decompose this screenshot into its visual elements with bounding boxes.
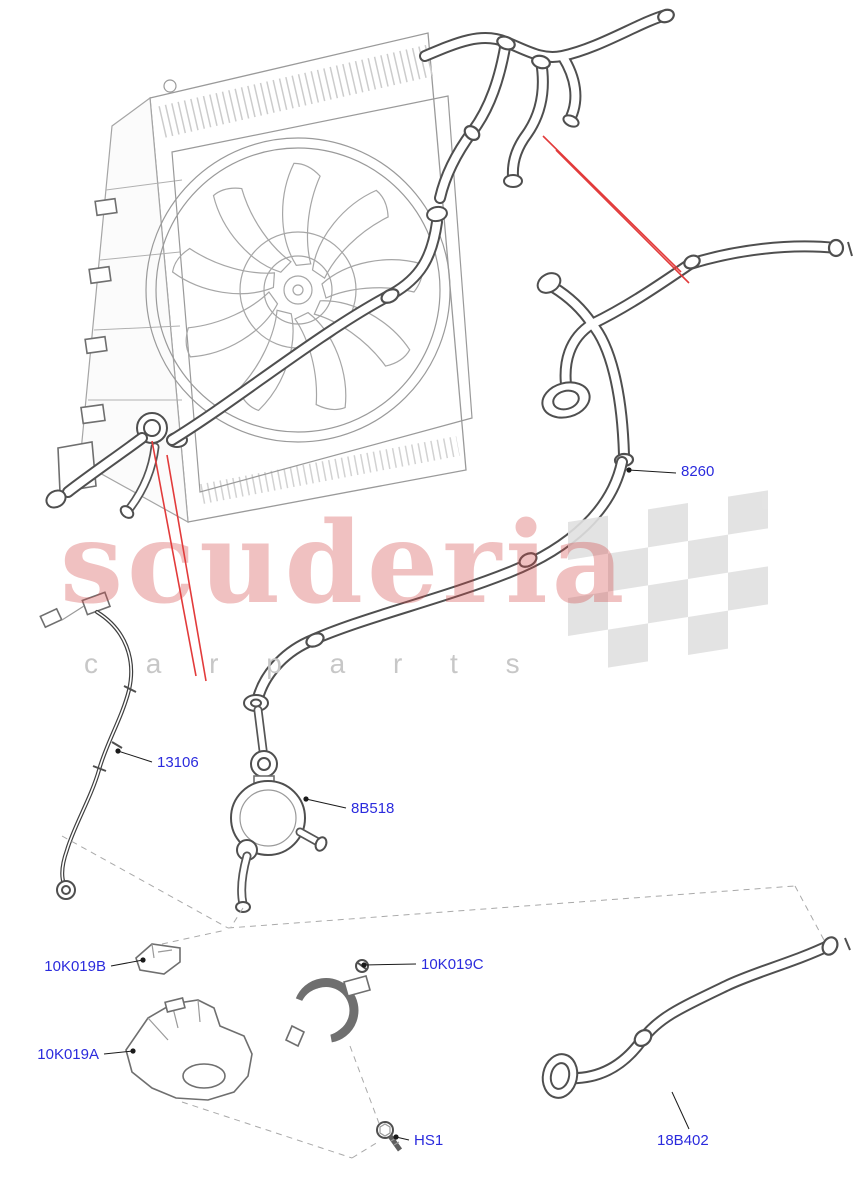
upper-hose-assembly [419, 8, 675, 204]
bracket-10K019A [125, 997, 253, 1101]
part-label-10K019C: 10K019C [421, 956, 484, 973]
part-label-8260: 8260 [681, 463, 715, 480]
wiring-harness-13106 [39, 591, 137, 900]
cross-hose [166, 205, 448, 446]
part-label-8B518: 8B518 [351, 800, 395, 817]
part-label-10K019B: 10K019B [44, 958, 106, 975]
clamp-bracket-10K019C [284, 959, 371, 1048]
hose-18B402 [541, 936, 851, 1099]
part-label-18B402: 18B402 [657, 1132, 709, 1149]
part-label-10K019A: 10K019A [37, 1046, 99, 1063]
checkered-flag-watermark [568, 490, 768, 668]
fan-shroud [145, 95, 473, 493]
assembly-guide-lines [61, 835, 825, 1159]
bolt-HS1 [376, 1121, 403, 1152]
part-label-HS1: HS1 [414, 1132, 444, 1149]
hose-assembly-8260 [536, 238, 853, 468]
part-label-13106: 13106 [157, 754, 199, 771]
bracket-10K019B [135, 943, 181, 975]
auxiliary-water-pump-8B518 [230, 705, 328, 913]
